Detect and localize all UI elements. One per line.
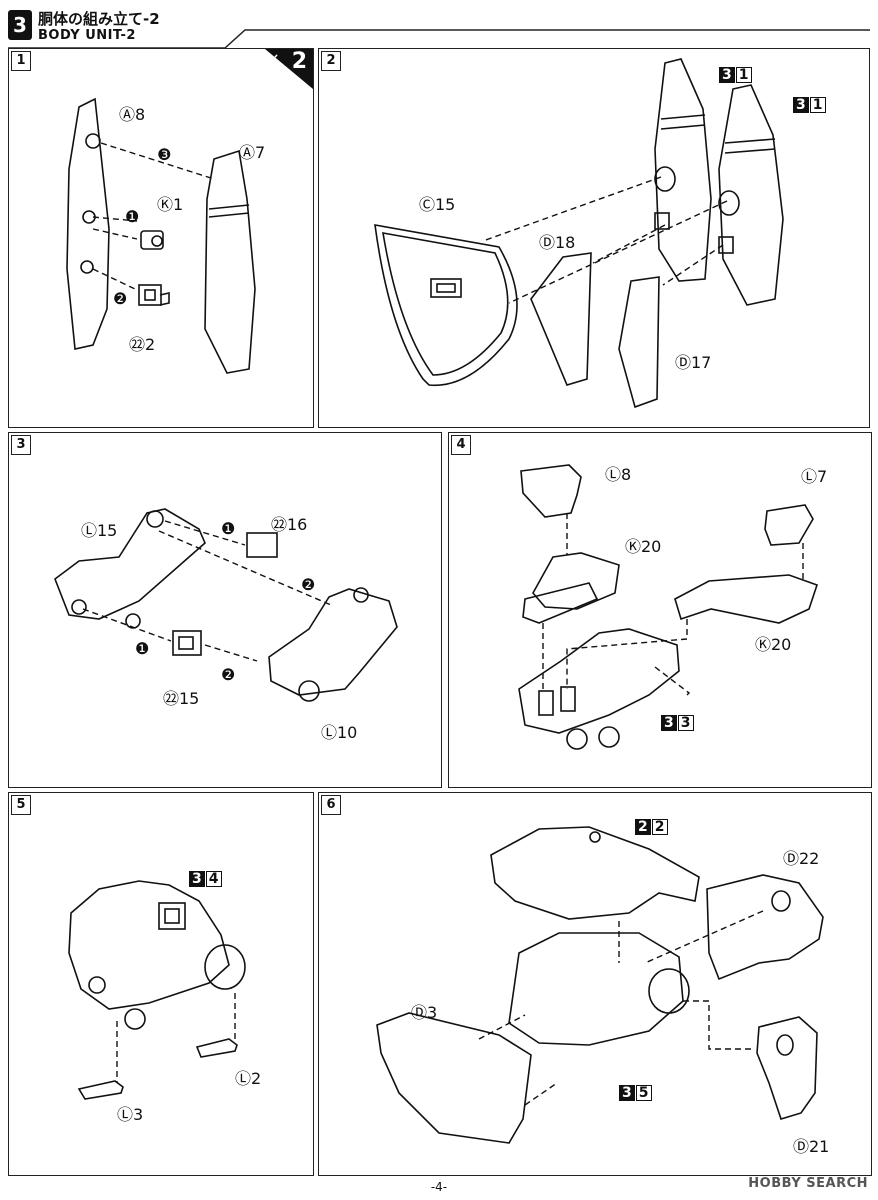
part-label: Ⓛ8 [605, 465, 632, 484]
part-drawing-3 [54, 508, 398, 702]
step-order-mark: ❶ [125, 207, 140, 226]
section-title: 胴体の組み立て-2 [38, 10, 160, 28]
part-label: Ⓛ15 [81, 521, 118, 540]
part-label: Ⓒ15 [419, 195, 456, 214]
step-panel-1: 1 ×2 Ⓐ8 Ⓐ7 Ⓚ1 ㉒2 ❸ ❶ [8, 48, 314, 428]
part-label: Ⓓ17 [675, 353, 712, 372]
section-header: 3 胴体の組み立て-2 BODY UNIT-2 [8, 8, 248, 48]
step-number: 3 [11, 435, 31, 455]
step-number: 4 [451, 435, 471, 455]
part-label: ㉒2 [129, 335, 156, 354]
part-label: ㉒16 [271, 515, 308, 534]
part-label: Ⓓ18 [539, 233, 576, 252]
step-order-mark: ❷ [301, 575, 316, 594]
part-drawing-4 [518, 464, 819, 750]
step-order-mark: ❶ [221, 519, 236, 538]
part-drawing-1 [66, 97, 256, 374]
part-label: Ⓚ1 [157, 195, 184, 214]
part-label: Ⓛ7 [801, 467, 828, 486]
section-number: 3 [8, 10, 32, 40]
step-order-mark: ❷ [221, 665, 236, 684]
part-label: Ⓛ3 [117, 1105, 144, 1124]
part-label: Ⓓ21 [793, 1137, 830, 1156]
page-number: -4- [430, 1180, 448, 1194]
part-drawing-5 [68, 880, 246, 1100]
part-label: Ⓓ22 [783, 849, 820, 868]
step-number: 6 [321, 795, 341, 815]
section-subtitle: BODY UNIT-2 [38, 28, 136, 43]
step-order-mark: ❸ [157, 145, 172, 164]
part-label: Ⓐ7 [239, 143, 266, 162]
part-label: ㉒15 [163, 689, 200, 708]
part-drawing-6 [376, 826, 824, 1144]
part-label: Ⓚ20 [755, 635, 792, 654]
step-number: 2 [321, 51, 341, 71]
part-label: Ⓚ20 [625, 537, 662, 556]
part-label: Ⓛ10 [321, 723, 358, 742]
part-label: Ⓓ3 [411, 1003, 438, 1022]
watermark: HOBBY SEARCH [748, 1176, 868, 1191]
step-number: 1 [11, 51, 31, 71]
step-panel-3: 3 Ⓛ15 ㉒16 ㉒15 Ⓛ10 ❶ ❷ ❶ ❷ [8, 432, 442, 788]
part-label: Ⓛ2 [235, 1069, 262, 1088]
part-drawing-2 [374, 58, 784, 409]
part-label: Ⓐ8 [119, 105, 146, 124]
step-order-mark: ❶ [135, 639, 150, 658]
step-number: 5 [11, 795, 31, 815]
step-order-mark: ❷ [113, 289, 128, 308]
